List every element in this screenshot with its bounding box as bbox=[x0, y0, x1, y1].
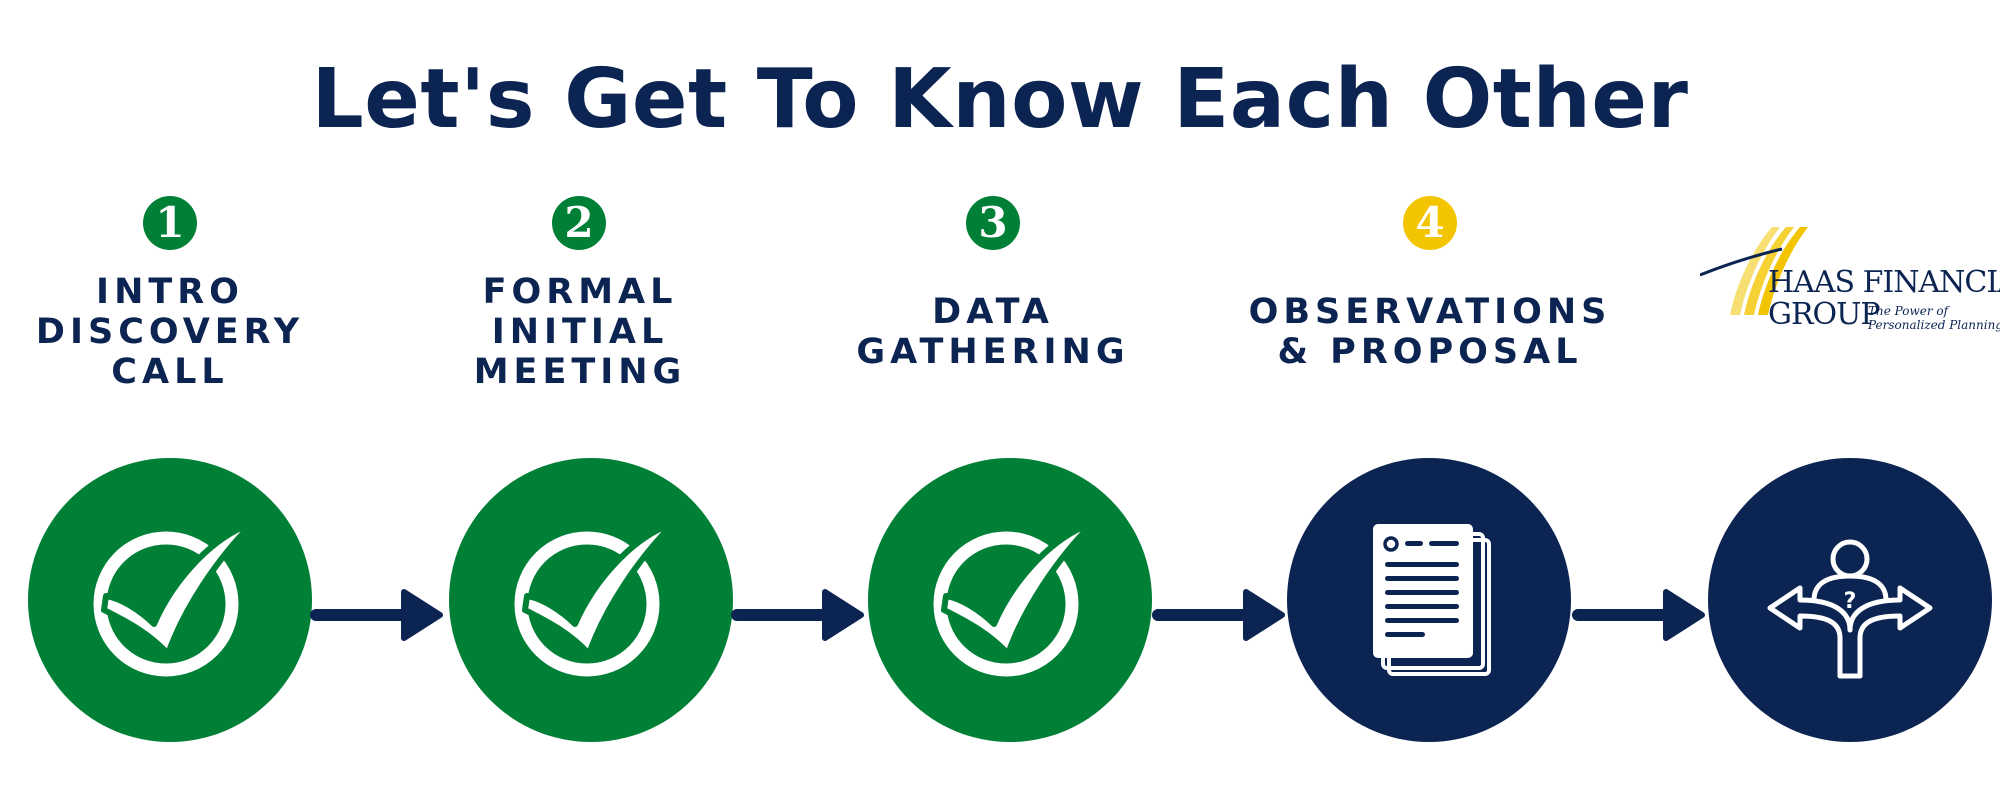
step-1-number-badge: 1 bbox=[143, 196, 197, 250]
step-2-label: FORMAL INITIAL MEETING bbox=[380, 272, 780, 392]
svg-text:?: ? bbox=[1844, 589, 1857, 614]
arrow-right-icon bbox=[1572, 589, 1705, 641]
step-1-label: INTRO DISCOVERY CALL bbox=[0, 272, 370, 392]
company-logo: HAAS FINANCIAL GROUP The Power of Person… bbox=[1700, 215, 2000, 335]
logo-swoosh-icon bbox=[1700, 227, 1808, 315]
step-5-status-circle: ? bbox=[1708, 458, 1992, 742]
step-2-label-line: MEETING bbox=[473, 352, 687, 392]
step-2-number-badge: 2 bbox=[552, 196, 606, 250]
step-3-status-circle bbox=[868, 458, 1152, 742]
check-circle-icon bbox=[933, 521, 1095, 677]
step-1-label-line: CALL bbox=[111, 352, 229, 392]
step-4-status-circle bbox=[1287, 458, 1571, 742]
step-2-status-circle bbox=[449, 458, 733, 742]
step-1-label-line: INTRO bbox=[96, 272, 244, 312]
document-icon bbox=[1373, 524, 1491, 676]
step-4-label-line: OBSERVATIONS bbox=[1248, 292, 1612, 332]
logo-tagline-line-2: Personalized Planning bbox=[1868, 318, 2000, 332]
page-title: Let's Get To Know Each Other bbox=[311, 52, 1689, 147]
arrow-right-icon bbox=[310, 589, 443, 641]
logo-name-line-2: GROUP bbox=[1768, 297, 1881, 332]
check-circle-icon bbox=[93, 521, 255, 677]
step-3-label-line: DATA bbox=[932, 292, 1054, 332]
check-circle-icon bbox=[514, 521, 676, 677]
step-2-label-line: INITIAL bbox=[491, 312, 669, 352]
step-4-label: OBSERVATIONS & PROPOSAL bbox=[1230, 292, 1630, 372]
step-3-label-line: GATHERING bbox=[856, 332, 1130, 372]
step-4-label-line: & PROPOSAL bbox=[1277, 332, 1583, 372]
step-4-number-badge: 4 bbox=[1403, 196, 1457, 250]
step-2-label-line: FORMAL bbox=[482, 272, 678, 312]
logo-name-line-1: HAAS FINANCIAL bbox=[1768, 265, 2000, 300]
arrow-right-icon bbox=[1152, 589, 1285, 641]
step-3-number-badge: 3 bbox=[966, 196, 1020, 250]
step-3-label: DATA GATHERING bbox=[793, 292, 1193, 372]
step-1-status-circle bbox=[28, 458, 312, 742]
decision-paths-icon: ? bbox=[1767, 539, 1933, 679]
arrow-right-icon bbox=[731, 589, 864, 641]
step-1-label-line: DISCOVERY bbox=[35, 312, 305, 352]
logo-tagline-line-1: The Power of bbox=[1868, 304, 1949, 318]
